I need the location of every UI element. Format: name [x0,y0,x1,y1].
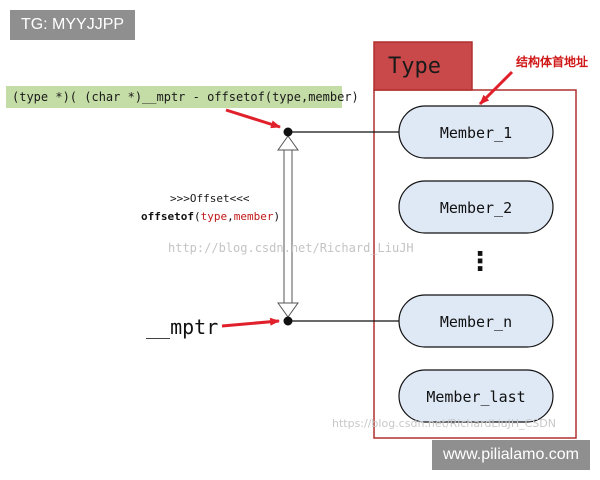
type-header [373,41,473,91]
offsetof-arg-member: member [234,210,274,223]
offsetof-fn: offsetof [141,210,194,223]
struct-head-arrow [478,70,514,106]
struct-head-caption: 结构体首地址 [516,54,588,69]
offset-caption: >>>Offset<<< [170,192,250,205]
watermark-bottom: https://blog.csdn.net/RichardLiuJH_CSDN [332,417,556,430]
member-label-n: Member_n [440,313,512,331]
offsetof-comma: , [227,210,234,223]
macro-pointer-arrow [225,108,281,129]
member-label-2: Member_2 [440,199,512,217]
site-badge: www.pilialamo.com [432,440,590,470]
macro-expression: (type *)( (char *)__mptr - offsetof(type… [12,90,359,104]
offsetof-arg-type: type [201,210,228,223]
mptr-dot [283,316,293,326]
member-box-n [398,294,554,348]
offset-arrow-bottom-head [277,302,299,318]
offsetof-paren-close: ) [273,210,280,223]
channel-badge: TG: MYYJJPP [10,10,135,40]
watermark-center: http://blog.csdn.net/Richard_LiuJH [168,241,414,255]
member-box-2 [398,180,554,234]
offset-arrow-shaft [283,148,293,305]
member-box-1 [398,105,554,159]
struct-start-dot [283,127,293,137]
type-label: Type [388,54,441,79]
offsetof-paren-open: ( [194,210,201,223]
member-ellipsis: ⋮ [467,247,493,277]
mptr-arrow [221,317,280,328]
offsetof-label: offsetof(type,member) [141,210,280,223]
mptr-label: __mptr [146,315,218,339]
macro-expression-box [6,86,342,108]
offset-arrow-top-head [277,135,299,151]
member-box-last [398,369,554,423]
member-label-last: Member_last [426,388,525,406]
member-label-1: Member_1 [440,124,512,142]
